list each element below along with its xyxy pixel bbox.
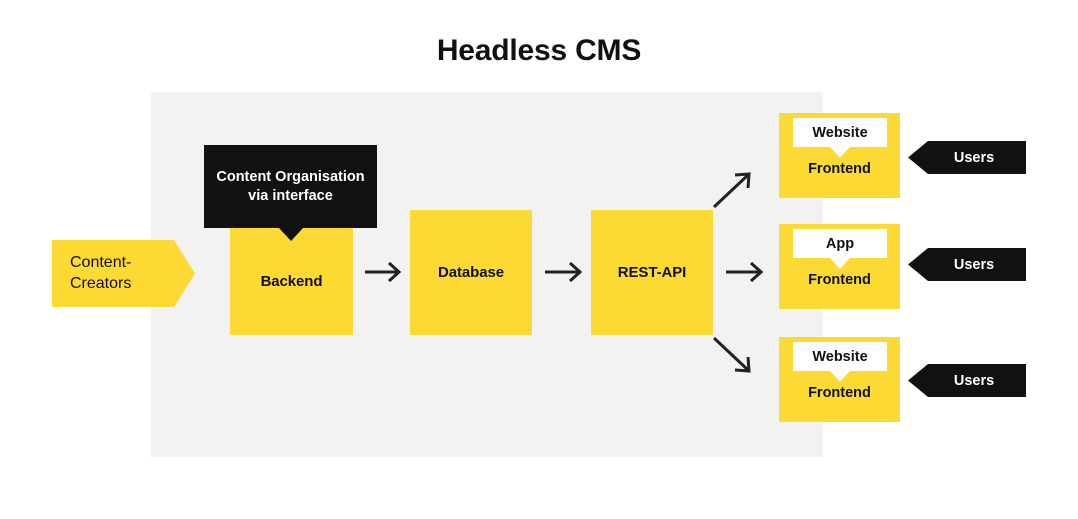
users-banner-2[interactable]: Users <box>908 248 1026 281</box>
users-banner-3[interactable]: Users <box>908 364 1026 397</box>
page-title: Headless CMS <box>436 34 642 67</box>
frontend-card-website-3[interactable]: Website Frontend <box>779 337 900 422</box>
frontend-card-website-1[interactable]: Website Frontend <box>779 113 900 198</box>
content-organisation-tooltip: Content Organisation via interface <box>204 145 377 228</box>
rest-api-box[interactable]: REST-API <box>591 210 713 335</box>
users-label-3: Users <box>953 372 995 389</box>
frontend-label-2: Frontend <box>808 272 871 288</box>
users-label-2: Users <box>953 256 995 273</box>
database-label: Database <box>438 264 504 281</box>
backend-box[interactable]: Backend <box>230 228 353 335</box>
content-creators-label: Content- Creators <box>70 253 132 292</box>
frontend-chip-label-2: App <box>825 235 855 252</box>
database-box[interactable]: Database <box>410 210 532 335</box>
backend-label: Backend <box>260 273 323 290</box>
frontend-label-3: Frontend <box>808 385 871 401</box>
content-creators-banner[interactable]: Content- Creators <box>52 240 195 307</box>
frontend-label-1: Frontend <box>808 161 871 177</box>
rest-api-label: REST-API <box>617 264 687 281</box>
frontend-card-app-2[interactable]: App Frontend <box>779 224 900 309</box>
users-banner-1[interactable]: Users <box>908 141 1026 174</box>
users-label-1: Users <box>953 149 995 166</box>
frontend-chip-3: Website <box>793 342 887 371</box>
frontend-chip-2: App <box>793 229 887 258</box>
content-organisation-tooltip-label: Content Organisation via interface <box>216 169 365 204</box>
frontend-chip-1: Website <box>793 118 887 147</box>
frontend-chip-label-3: Website <box>812 348 868 365</box>
frontend-chip-label-1: Website <box>812 124 868 141</box>
